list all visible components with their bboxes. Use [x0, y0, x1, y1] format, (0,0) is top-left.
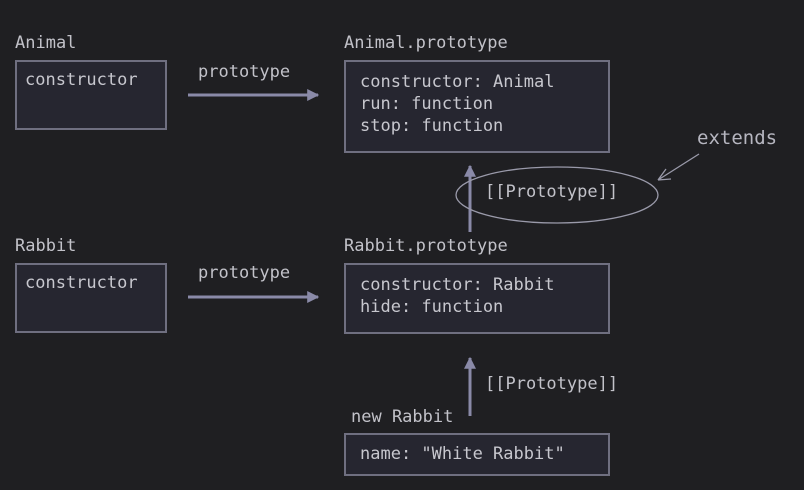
extends-pointer-arrow: [657, 153, 700, 181]
instance-label: new Rabbit: [351, 407, 454, 427]
animal-box: constructor: [15, 60, 167, 130]
rabbit-label: Rabbit: [15, 236, 77, 256]
animal-prototype-stop-field: stop: function: [360, 116, 504, 136]
instance-box: name: "White Rabbit": [344, 433, 610, 476]
instance-name-field: name: "White Rabbit": [360, 444, 565, 464]
rabbit-prototype-label: Rabbit.prototype: [344, 236, 508, 256]
rabbit-prototype-constructor-field: constructor: Rabbit: [360, 275, 555, 295]
rabbit-prototype-hide-field: hide: function: [360, 297, 504, 317]
rabbit-prototype-inherits-label: [[Prototype]]: [485, 182, 619, 202]
instance-prototype-link-label: [[Prototype]]: [485, 374, 619, 394]
animal-prototype-link-label: prototype: [198, 62, 291, 82]
animal-prototype-run-field: run: function: [360, 94, 494, 114]
animal-prototype-label: Animal.prototype: [344, 33, 508, 53]
rabbit-constructor-field: constructor: [25, 273, 138, 293]
animal-prototype-constructor-field: constructor: Animal: [360, 72, 555, 92]
rabbit-prototype-box: constructor: Rabbit hide: function: [344, 263, 610, 334]
animal-constructor-field: constructor: [25, 70, 138, 90]
extends-annotation: extends: [697, 127, 778, 149]
rabbit-box: constructor: [15, 263, 167, 333]
animal-label: Animal: [15, 33, 77, 53]
extends-highlight-ellipse: [455, 166, 659, 224]
animal-prototype-box: constructor: Animal run: function stop: …: [344, 60, 610, 153]
rabbit-prototype-link-label: prototype: [198, 263, 291, 283]
